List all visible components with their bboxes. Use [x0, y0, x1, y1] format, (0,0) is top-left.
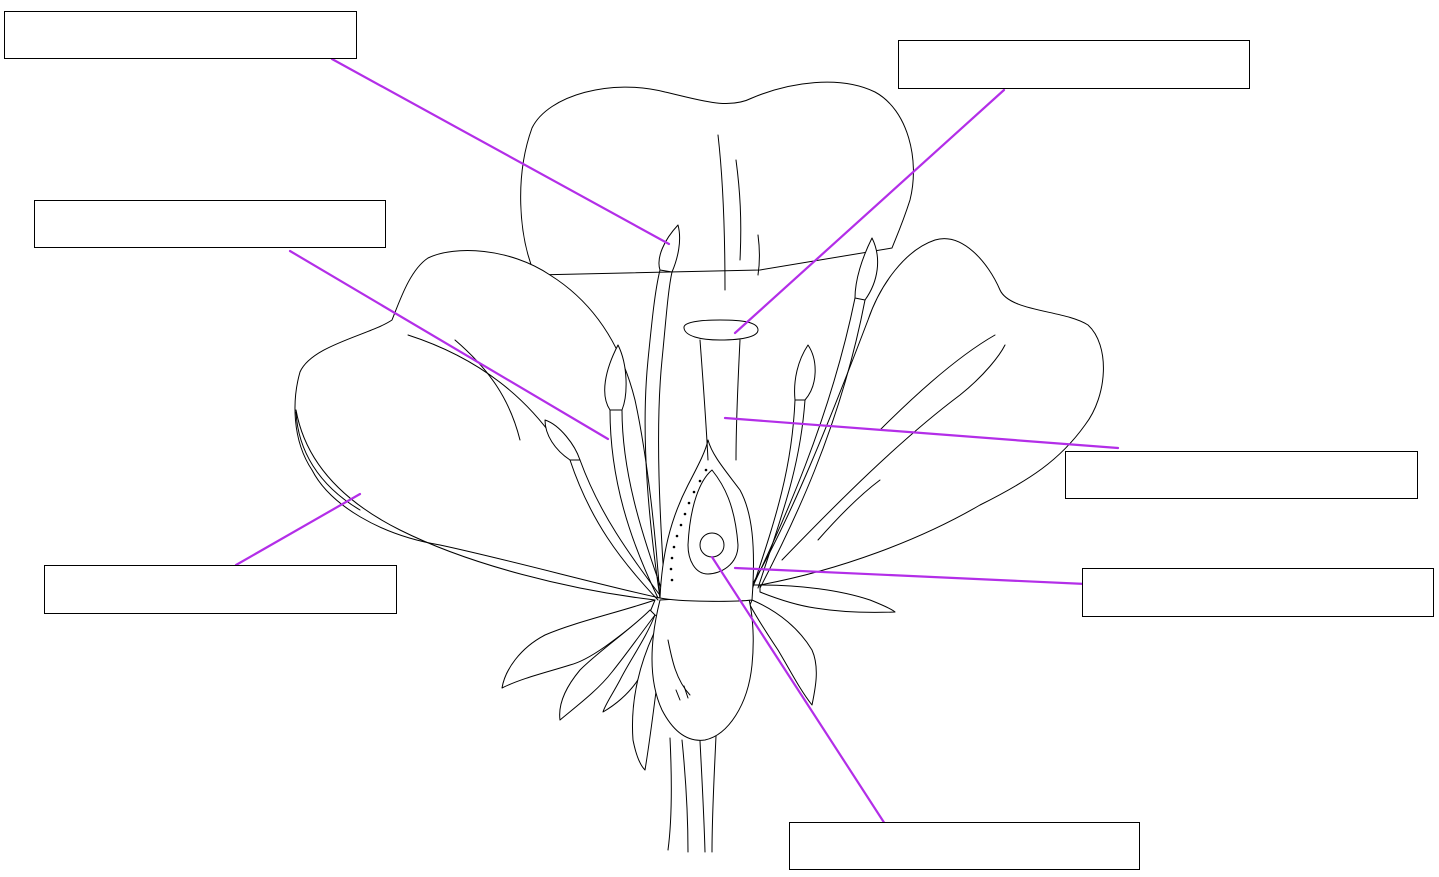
label-box-style[interactable] [1065, 451, 1418, 499]
flower-drawing [295, 82, 1103, 852]
sepal-right [760, 585, 895, 612]
ovary [660, 440, 754, 601]
label-box-anther[interactable] [4, 11, 357, 59]
label-box-ovule[interactable] [789, 822, 1140, 870]
receptacle [652, 595, 753, 740]
sepal-right-low [750, 600, 816, 705]
petal-left [295, 251, 660, 598]
petal-right [752, 239, 1103, 585]
leader-line-petal [236, 494, 360, 565]
label-box-ovary[interactable] [1082, 568, 1434, 617]
style [700, 340, 708, 460]
label-box-stigma[interactable] [898, 40, 1250, 89]
ovule [700, 533, 724, 557]
label-box-filament[interactable] [34, 200, 386, 248]
petal-top [521, 82, 914, 275]
flower-stalk [668, 738, 671, 850]
label-box-petal[interactable] [44, 565, 397, 614]
